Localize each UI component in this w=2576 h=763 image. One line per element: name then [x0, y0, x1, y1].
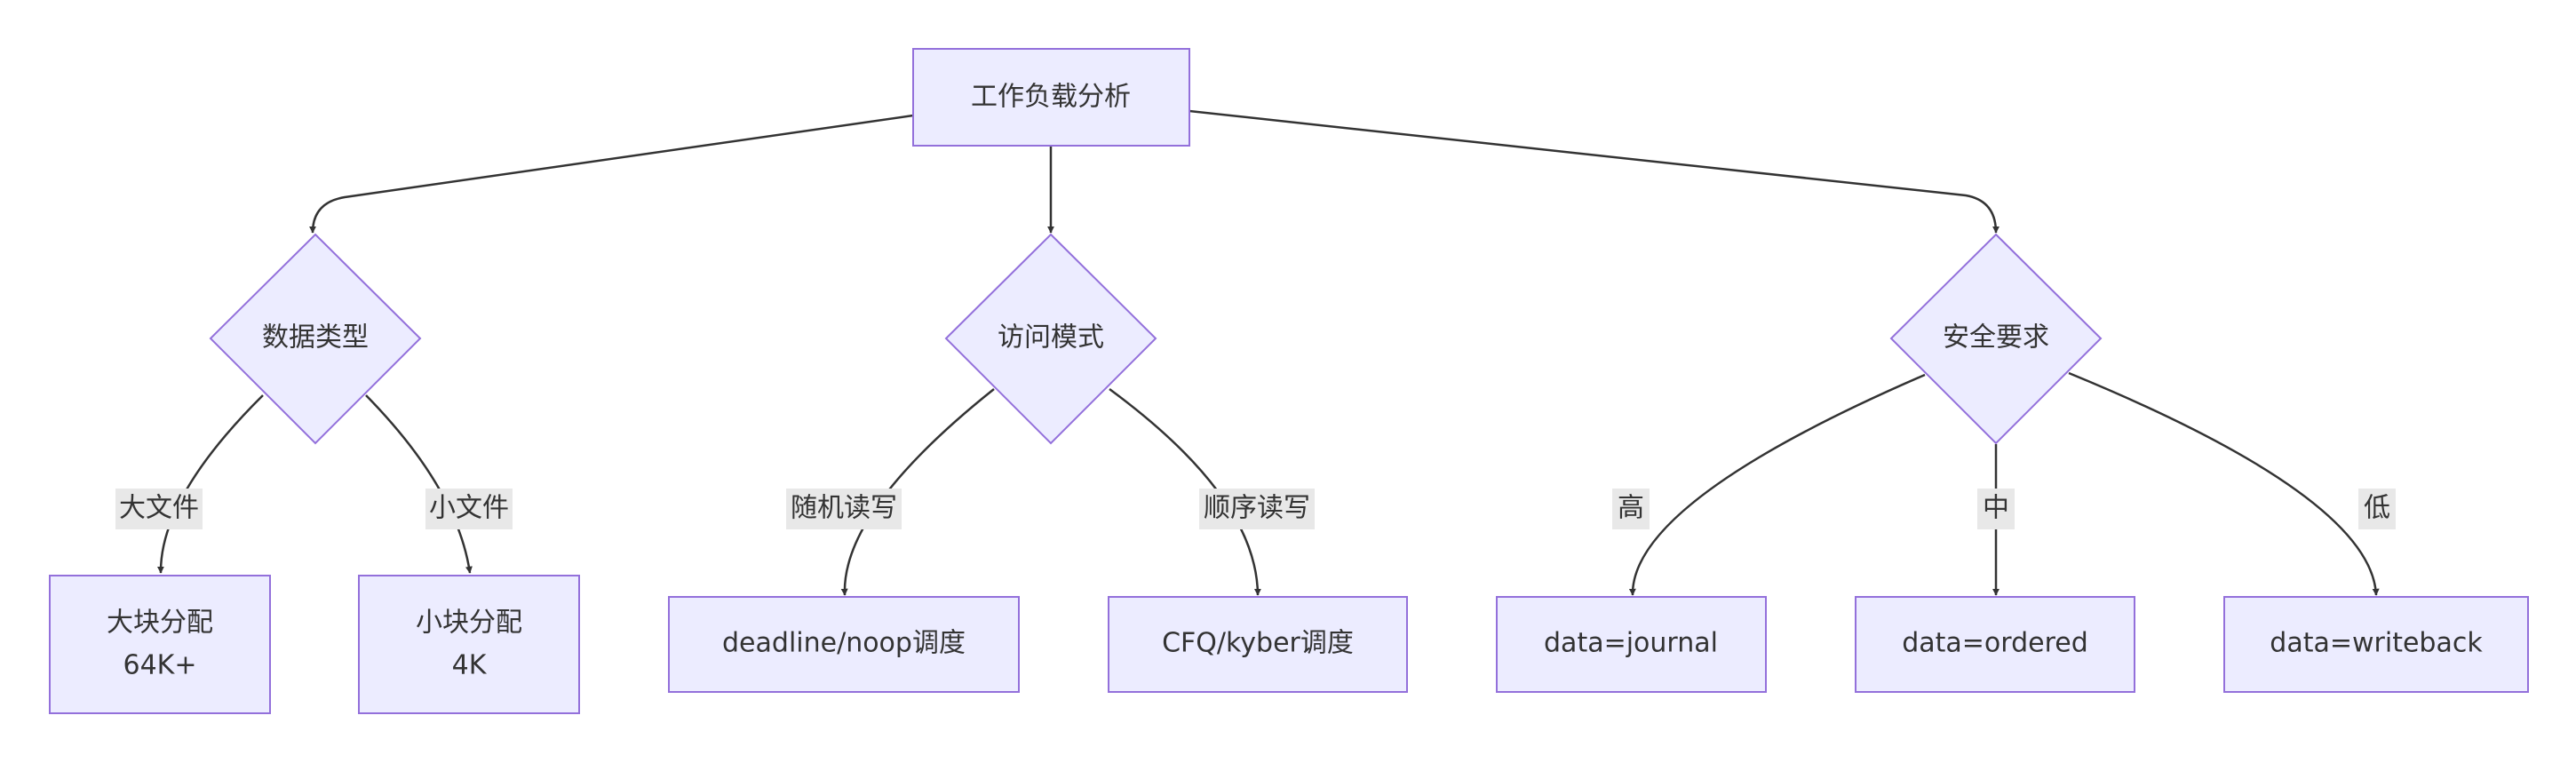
- edge-label-small-file-text: 小文件: [429, 493, 509, 524]
- leaf-small-alloc: 小块分配 4K: [358, 575, 580, 714]
- leaf-small-alloc-line1: 小块分配: [416, 608, 522, 639]
- edge-data-type-to-small-alloc: [365, 394, 473, 574]
- decision-security-label: 安全要求: [1943, 322, 2049, 354]
- node-root-label: 工作负载分析: [971, 82, 1131, 113]
- leaf-large-alloc-line1: 大块分配: [107, 608, 213, 639]
- edge-label-large-file: 大文件: [115, 489, 203, 529]
- edge-label-low-text: 低: [2364, 493, 2390, 524]
- decision-data-type-label: 数据类型: [262, 322, 369, 354]
- edge-label-low: 低: [2358, 489, 2396, 529]
- node-root: 工作负载分析: [912, 48, 1190, 147]
- leaf-ordered-label: data=ordered: [1902, 628, 2088, 659]
- leaf-cfq: CFQ/kyber调度: [1108, 596, 1408, 693]
- leaf-ordered: data=ordered: [1855, 596, 2135, 693]
- edge-root-to-security: [1189, 109, 2000, 234]
- edge-label-large-file-text: 大文件: [119, 493, 199, 524]
- edge-security-to-writeback: [2068, 371, 2380, 596]
- leaf-deadline-label: deadline/noop调度: [722, 628, 966, 659]
- decision-data-type: 数据类型: [209, 233, 422, 445]
- edge-label-high: 高: [1612, 489, 1650, 529]
- edge-data-type-to-large-alloc: [156, 394, 264, 574]
- edge-label-random-rw-text: 随机读写: [791, 493, 897, 524]
- edge-label-small-file: 小文件: [425, 489, 513, 529]
- decision-security: 安全要求: [1889, 233, 2103, 445]
- edge-label-random-rw: 随机读写: [786, 489, 902, 529]
- edge-label-sequential-rw: 顺序读写: [1199, 489, 1315, 529]
- edge-label-sequential-rw-text: 顺序读写: [1204, 493, 1310, 524]
- leaf-writeback: data=writeback: [2223, 596, 2529, 693]
- leaf-deadline: deadline/noop调度: [668, 596, 1020, 693]
- edge-label-mid: 中: [1977, 489, 2015, 529]
- decision-access-mode: 访问模式: [944, 233, 1157, 445]
- leaf-journal: data=journal: [1496, 596, 1767, 693]
- edge-root-to-data-type: [309, 114, 914, 234]
- leaf-large-alloc-line2: 64K+: [123, 650, 197, 681]
- leaf-journal-label: data=journal: [1544, 628, 1718, 659]
- leaf-large-alloc: 大块分配 64K+: [49, 575, 271, 714]
- decision-access-mode-label: 访问模式: [998, 322, 1104, 354]
- leaf-cfq-label: CFQ/kyber调度: [1162, 628, 1354, 659]
- edge-label-mid-text: 中: [1983, 493, 2009, 524]
- edge-label-high-text: 高: [1618, 493, 1644, 524]
- leaf-small-alloc-line2: 4K: [452, 650, 488, 681]
- edge-security-to-journal: [1628, 373, 1926, 596]
- leaf-writeback-label: data=writeback: [2270, 628, 2483, 659]
